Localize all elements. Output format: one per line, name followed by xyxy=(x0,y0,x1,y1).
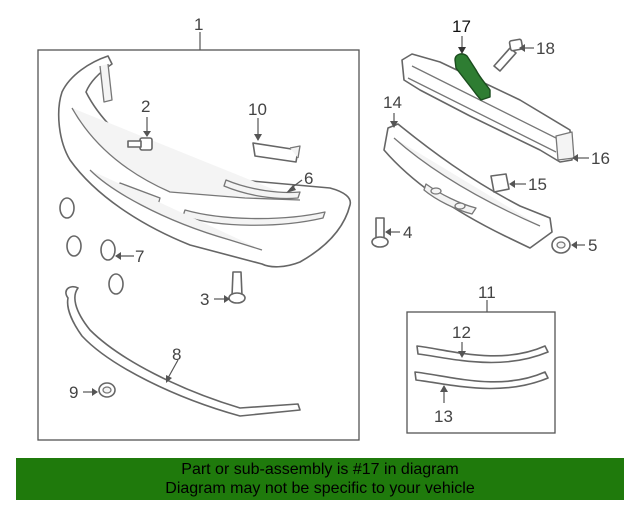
callout-4[interactable]: 4 xyxy=(403,223,412,242)
bracket-10[interactable] xyxy=(252,142,301,163)
banner-line-1: Part or sub-assembly is #17 in diagram xyxy=(181,461,459,478)
callout-7[interactable]: 7 xyxy=(135,247,144,266)
molding-13[interactable] xyxy=(414,371,549,390)
cover-oval-7[interactable] xyxy=(100,239,116,261)
info-banner: Part or sub-assembly is #17 in diagram D… xyxy=(16,458,624,500)
callout-2[interactable]: 2 xyxy=(141,97,150,116)
callout-9[interactable]: 9 xyxy=(69,383,78,402)
callout-8[interactable]: 8 xyxy=(172,345,181,364)
callout-14[interactable]: 14 xyxy=(383,93,402,112)
nut-5[interactable] xyxy=(551,236,571,254)
bumper-cover[interactable] xyxy=(57,55,352,268)
callout-3[interactable]: 3 xyxy=(200,290,209,309)
callout-1[interactable]: 1 xyxy=(194,15,203,34)
pad-15[interactable] xyxy=(490,173,510,193)
callout-17[interactable]: 17 xyxy=(452,17,471,36)
callout-6[interactable]: 6 xyxy=(304,169,313,188)
nut-9[interactable] xyxy=(98,382,116,398)
cover-oval-c[interactable] xyxy=(108,273,124,295)
parts-diagram: 1 2 10 6 7 3 8 xyxy=(37,15,610,441)
callout-13[interactable]: 13 xyxy=(434,407,453,426)
push-clip-3[interactable] xyxy=(228,271,246,304)
bracket-17-highlighted[interactable] xyxy=(454,53,491,101)
cover-oval-a[interactable] xyxy=(59,197,75,219)
reinforcement-16[interactable] xyxy=(401,53,573,163)
screw-4[interactable] xyxy=(371,217,389,248)
bolt-18[interactable] xyxy=(493,38,524,72)
molding-12[interactable] xyxy=(416,345,549,364)
lower-strip-8[interactable] xyxy=(65,285,301,417)
callout-15[interactable]: 15 xyxy=(528,175,547,194)
clip-screw-2[interactable] xyxy=(127,137,153,151)
callout-10[interactable]: 10 xyxy=(248,100,267,119)
callout-18[interactable]: 18 xyxy=(536,39,555,58)
callout-5[interactable]: 5 xyxy=(588,236,597,255)
assembly-box-11 xyxy=(406,311,556,434)
cover-oval-b[interactable] xyxy=(66,235,82,257)
banner-line-2: Diagram may not be specific to your vehi… xyxy=(165,480,475,497)
callout-12[interactable]: 12 xyxy=(452,323,471,342)
callout-16[interactable]: 16 xyxy=(591,149,610,168)
callout-11[interactable]: 11 xyxy=(478,283,496,302)
